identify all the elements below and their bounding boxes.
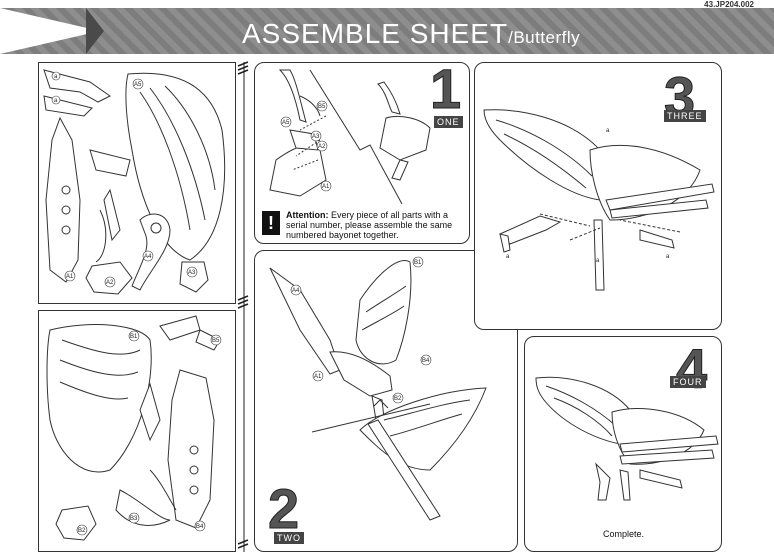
step-1-label-text: B5 A5 A3 A2 A1 xyxy=(282,104,330,190)
part-label: A3 xyxy=(312,134,320,140)
header-arrow-cutout xyxy=(0,8,100,54)
step-2-drawing xyxy=(269,260,487,521)
part-label: A1 xyxy=(66,274,74,280)
part-label: a xyxy=(54,74,58,80)
attention-body: Every piece of all parts with a serial n… xyxy=(286,210,453,240)
step-4-drawing xyxy=(535,376,719,501)
part-label: a xyxy=(606,128,610,134)
part-label: a xyxy=(666,254,670,260)
sheet-a-label-text: a a A5 A1 A2 A3 A4 xyxy=(54,74,196,286)
step-1-number: 1 xyxy=(429,57,462,121)
title-main: ASSEMBLE SHEET xyxy=(242,18,509,49)
step-3-word: THREE xyxy=(664,110,706,122)
part-label: A4 xyxy=(144,254,152,260)
part-label: B3 xyxy=(130,516,138,522)
part-label: B4 xyxy=(422,358,430,364)
product-code: 43.JP204.002 xyxy=(704,0,754,9)
step-3-drawing xyxy=(483,109,715,291)
attention-lead: Attention: xyxy=(286,210,329,220)
part-label: a xyxy=(596,258,600,264)
part-label: A1 xyxy=(322,184,330,190)
exclamation-icon: ! xyxy=(262,211,280,235)
step-2-number: 2 xyxy=(267,477,300,541)
part-label: B4 xyxy=(196,524,204,530)
title-sub: /Butterfly xyxy=(508,28,581,47)
sheet-b-parts xyxy=(46,315,221,541)
part-label: B5 xyxy=(318,104,326,110)
step-1-labels xyxy=(280,100,332,192)
part-label: A2 xyxy=(106,280,114,286)
binding-chain xyxy=(237,61,249,552)
part-label: B1 xyxy=(130,334,138,340)
part-label: A5 xyxy=(282,120,290,126)
part-label: A1 xyxy=(314,374,322,380)
header-banner: ASSEMBLE SHEET/Butterfly xyxy=(0,8,774,54)
step-2-label-text: B1 A4 B4 A1 B2 xyxy=(292,260,430,402)
part-label: a xyxy=(506,254,510,260)
sheet-b-label-text: B1 B5 B2 B3 B4 xyxy=(78,334,220,534)
step-4-number: 4 xyxy=(675,337,708,401)
part-label: B2 xyxy=(78,528,86,534)
complete-caption: Complete. xyxy=(603,529,645,539)
step-3-label-text: a a a a xyxy=(506,128,670,264)
attention-text: Attention: Every piece of all parts with… xyxy=(286,210,471,240)
part-label: a xyxy=(54,98,58,104)
step-1-word: ONE xyxy=(434,116,463,128)
sheet-a-parts xyxy=(43,69,226,295)
part-label: B5 xyxy=(212,338,220,344)
sheet-a-labels xyxy=(51,71,198,288)
part-label: B2 xyxy=(394,396,402,402)
step-2-word: TWO xyxy=(274,532,304,544)
part-label: A4 xyxy=(292,288,300,294)
step-4-word: FOUR xyxy=(670,376,706,388)
part-label: B1 xyxy=(414,260,422,266)
part-label: A5 xyxy=(134,82,142,88)
step-2-labels xyxy=(290,256,432,404)
page-title: ASSEMBLE SHEET/Butterfly xyxy=(242,18,580,50)
step-1-drawing xyxy=(269,69,431,205)
part-label: A2 xyxy=(318,144,326,150)
part-label: A3 xyxy=(188,270,196,276)
header-arrow-stripe xyxy=(86,8,104,54)
sheet-b-labels xyxy=(76,330,222,536)
